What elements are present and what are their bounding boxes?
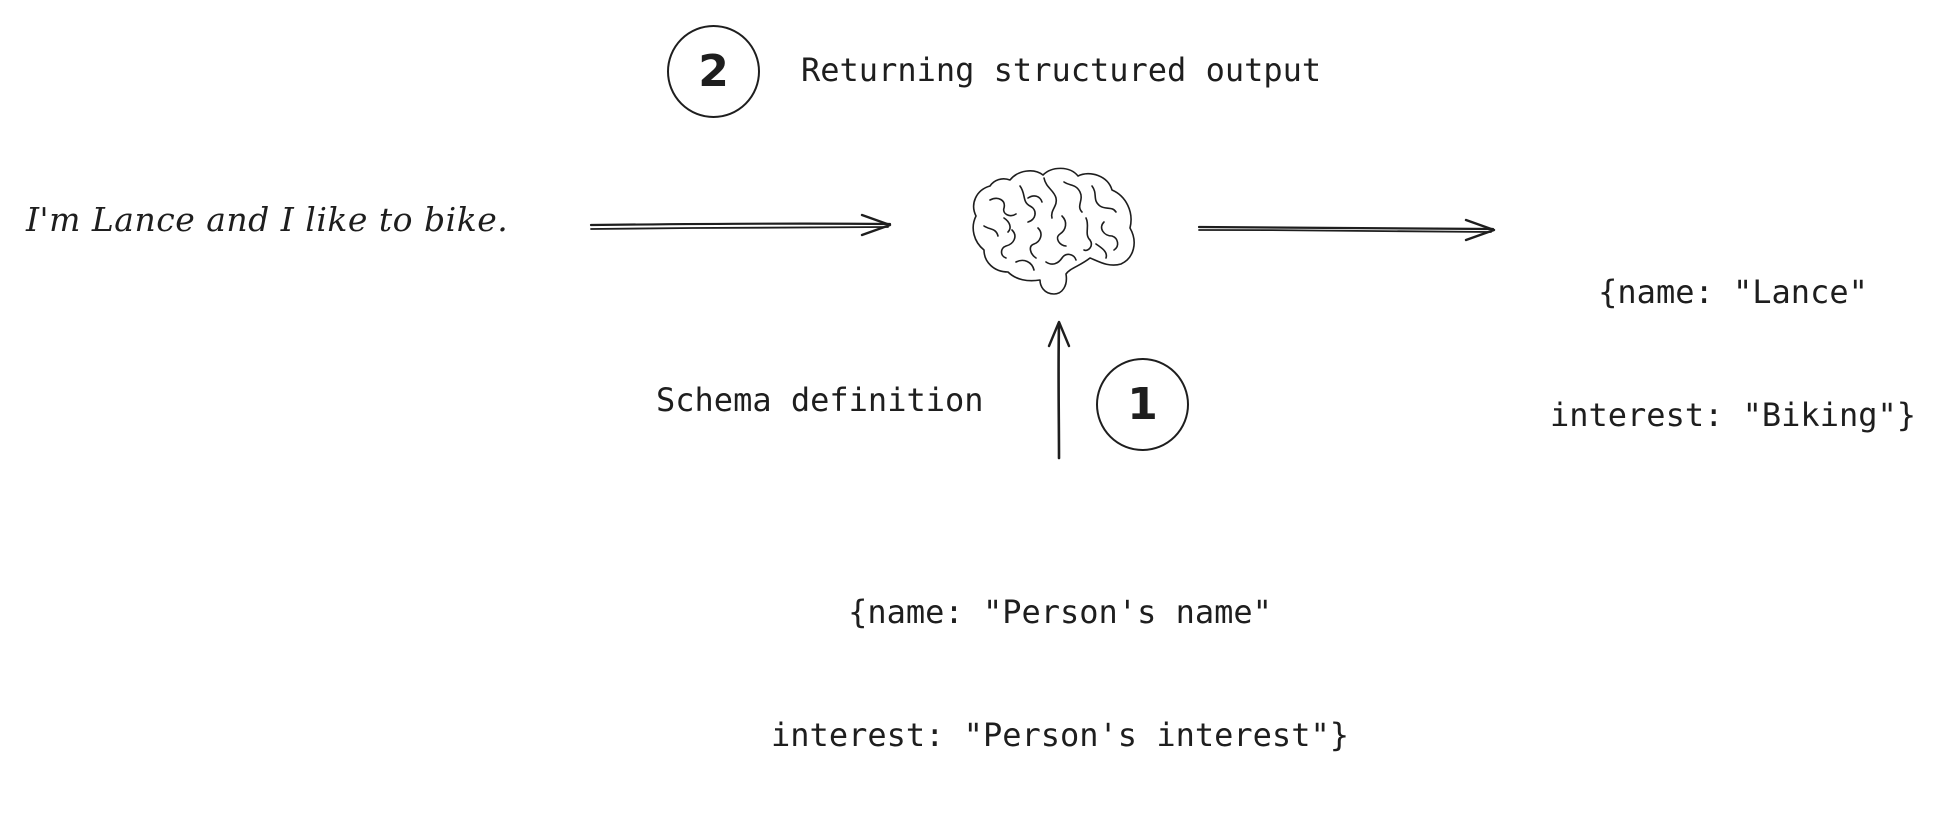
step-1-badge: 1 [1096, 358, 1189, 451]
schema-line-2: interest: "Person's interest"} [771, 716, 1349, 754]
structured-output: {name: "Lance" interest: "Biking"} [1538, 190, 1928, 518]
diagram-graphics [589, 167, 1496, 460]
model-to-output-arrow [1197, 218, 1496, 242]
input-sentence: I'm Lance and I like to bike. [26, 200, 509, 239]
step-2-badge: 2 [667, 25, 760, 118]
step-2-number: 2 [698, 46, 729, 97]
step-2-label: Returning structured output [801, 51, 1322, 89]
step-1-number: 1 [1127, 379, 1158, 430]
schema-to-model-arrow [1047, 320, 1071, 460]
output-line-1: {name: "Lance" [1598, 273, 1868, 311]
output-line-2: interest: "Biking"} [1549, 396, 1917, 434]
input-to-model-arrow [589, 213, 892, 237]
step-1-label: Schema definition [656, 381, 984, 419]
diagram-canvas: 2 Returning structured output I'm Lance … [26, 25, 1928, 754]
brain-icon [972, 167, 1135, 295]
